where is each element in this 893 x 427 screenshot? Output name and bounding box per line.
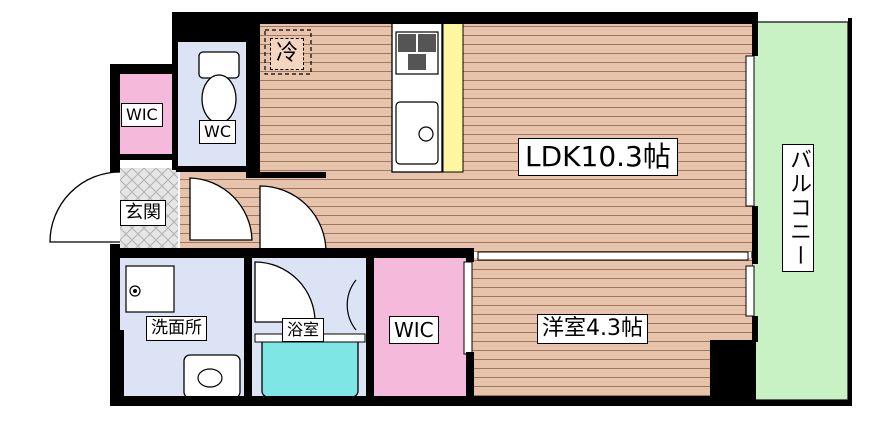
- toilet-tank-icon: [198, 51, 240, 79]
- hall-door-swing: [189, 177, 253, 241]
- ldk-label: LDK10.3帖: [518, 138, 678, 176]
- washroom-label: 洗面所: [146, 316, 207, 341]
- wic-large-label: WIC: [389, 316, 439, 344]
- bathtub-icon: [261, 336, 359, 398]
- kitchen-accent-strip: [442, 21, 464, 173]
- entrance-label: 玄関: [120, 200, 166, 226]
- bathroom-label: 浴室: [282, 318, 325, 342]
- sink-icon: [395, 101, 439, 165]
- balcony-label: バルコニー: [782, 144, 814, 272]
- window-ldk: [745, 55, 755, 207]
- wc-label: WC: [199, 120, 236, 144]
- ldk-floor: [258, 22, 752, 252]
- fridge-space: [264, 29, 312, 75]
- wic-small-label: WIC: [121, 103, 163, 127]
- entrance-door-swing: [49, 171, 121, 243]
- walls: [110, 12, 852, 406]
- western-room-label: 洋室4.3帖: [537, 314, 648, 344]
- window-western: [745, 265, 755, 317]
- sliding-door-wic: [463, 261, 473, 355]
- toilet-bowl-icon: [201, 74, 237, 124]
- sliding-door-western: [477, 251, 749, 261]
- bath-door-swing-small: [346, 279, 357, 331]
- fridge-label: 冷: [270, 38, 305, 70]
